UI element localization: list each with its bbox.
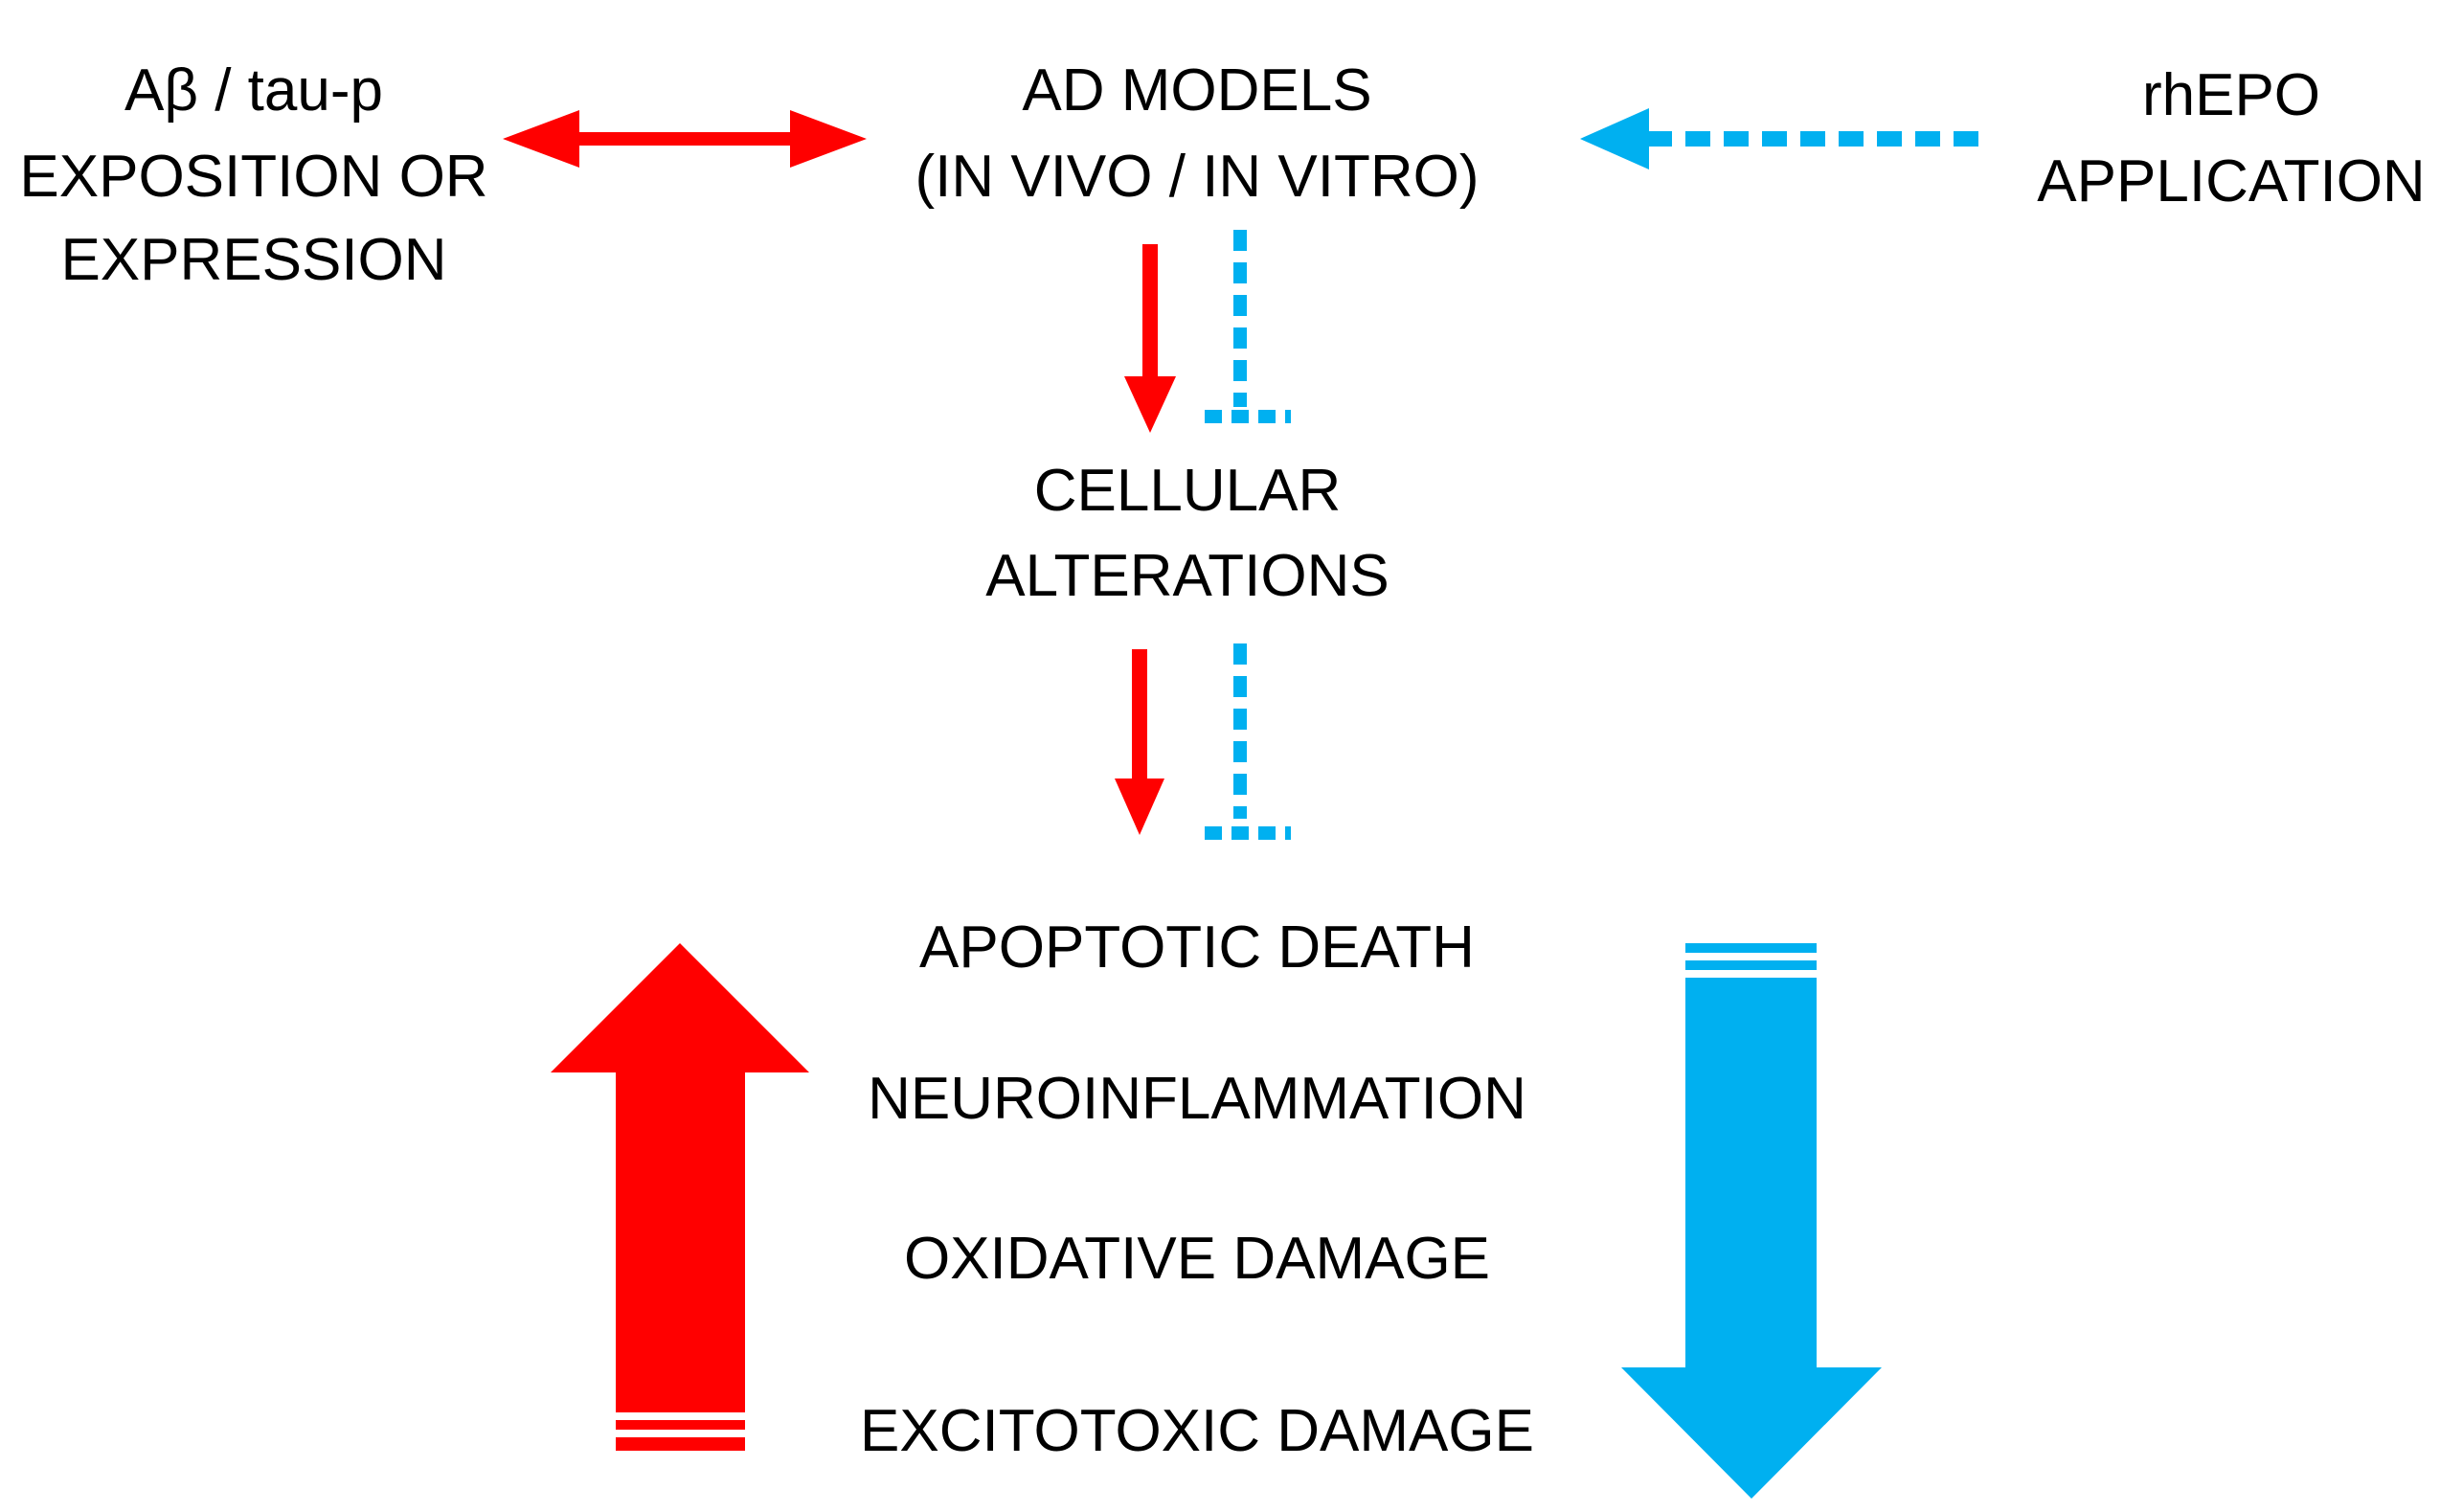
node-rhepo: rhEPO APPLICATION bbox=[2037, 62, 2425, 214]
edge-rhepo-ad-models bbox=[1580, 108, 1992, 169]
trend-arrow-decrease-tail-stripe-2 bbox=[1685, 960, 1817, 970]
outcome-excitotoxic-damage: EXCITOTOXIC DAMAGE bbox=[860, 1398, 1534, 1464]
edge-cellular-outcomes-head bbox=[1115, 779, 1164, 835]
node-exposure: Aβ / tau-p EXPOSITION OR EXPRESSION bbox=[19, 57, 487, 293]
trend-arrow-increase-tail-stripe-2 bbox=[616, 1420, 745, 1430]
edge-exposure-ad-models-head-left bbox=[503, 110, 579, 168]
outcome-apoptotic-death: APOPTOTIC DEATH bbox=[919, 914, 1475, 981]
trend-arrow-increase bbox=[551, 943, 809, 1451]
edge-cellular-outcomes-red bbox=[1115, 649, 1164, 835]
trend-arrow-decrease-tail-stripe-1 bbox=[1685, 943, 1817, 953]
edge-cellular-outcomes-blue bbox=[1205, 643, 1291, 840]
edge-exposure-ad-models-head-right bbox=[790, 110, 867, 168]
edge-exposure-ad-models bbox=[503, 110, 867, 168]
node-rhepo-line-1: rhEPO bbox=[2142, 62, 2320, 128]
trend-arrow-decrease bbox=[1621, 943, 1882, 1499]
trend-arrow-increase-tail-stripe-3 bbox=[616, 1437, 745, 1451]
node-outcomes: APOPTOTIC DEATH NEUROINFLAMMATION OXIDAT… bbox=[860, 914, 1534, 1464]
trend-arrow-increase-body bbox=[551, 943, 809, 1403]
node-cellular-line-2: ALTERATIONS bbox=[985, 543, 1389, 609]
node-cellular: CELLULAR ALTERATIONS bbox=[985, 458, 1389, 609]
trend-arrow-increase-tail-stripe-1 bbox=[616, 1403, 745, 1412]
edge-ad-models-cellular-blue bbox=[1205, 230, 1291, 423]
node-rhepo-line-2: APPLICATION bbox=[2037, 148, 2425, 214]
edge-rhepo-ad-models-head bbox=[1580, 108, 1649, 169]
node-cellular-line-1: CELLULAR bbox=[1034, 458, 1341, 524]
outcome-neuroinflammation: NEUROINFLAMMATION bbox=[868, 1066, 1526, 1132]
node-ad-models-line-2: (IN VIVO / IN VITRO) bbox=[915, 144, 1479, 210]
outcome-oxidative-damage: OXIDATIVE DAMAGE bbox=[904, 1226, 1490, 1292]
node-exposure-line-1: Aβ / tau-p bbox=[124, 57, 383, 124]
node-exposure-line-2: EXPOSITION OR bbox=[19, 144, 487, 210]
edge-ad-models-cellular-red bbox=[1124, 244, 1176, 433]
edge-ad-models-cellular-head bbox=[1124, 376, 1176, 433]
node-ad-models: AD MODELS (IN VIVO / IN VITRO) bbox=[915, 57, 1479, 210]
node-exposure-line-3: EXPRESSION bbox=[60, 227, 446, 293]
node-ad-models-line-1: AD MODELS bbox=[1022, 57, 1371, 124]
trend-arrow-decrease-body bbox=[1621, 978, 1882, 1499]
